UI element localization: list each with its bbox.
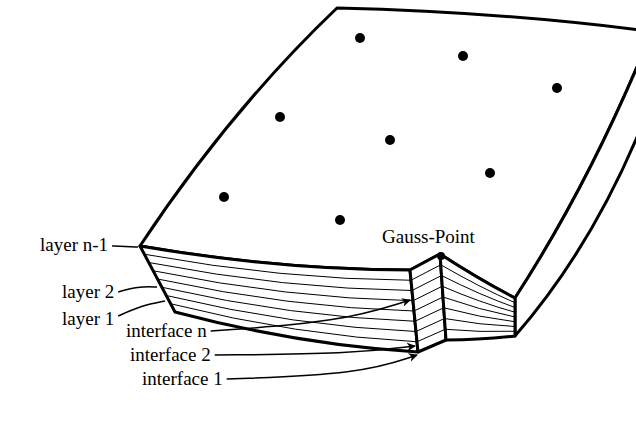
ply-line — [441, 265, 515, 303]
leader-line — [215, 346, 415, 355]
front-face-right — [440, 254, 515, 340]
end-face — [515, 60, 636, 336]
part-label: layer 2 — [62, 281, 114, 303]
ply-line — [416, 319, 445, 332]
gauss-point — [485, 168, 495, 178]
ply-line — [417, 329, 445, 342]
part-label: interface 1 — [142, 368, 223, 390]
leader-line — [211, 300, 410, 331]
leader-line — [118, 301, 165, 316]
part-label: interface 2 — [130, 344, 211, 366]
leader-line — [227, 355, 417, 379]
gauss-point — [335, 215, 345, 225]
gauss-point — [355, 33, 365, 43]
ply-line — [412, 276, 442, 291]
gauss-point — [385, 135, 395, 145]
gauss-point — [275, 112, 285, 122]
leader-line — [118, 287, 157, 292]
ply-line — [149, 263, 412, 291]
ply-line — [445, 319, 516, 327]
ply-line — [445, 329, 515, 331]
part-label: layer n-1 — [40, 234, 108, 256]
part-label: Gauss-Point — [382, 226, 475, 248]
ply-line — [442, 276, 516, 308]
ply-line — [443, 297, 515, 317]
ply-line — [413, 286, 442, 301]
ply-line — [415, 308, 444, 322]
gauss-point — [437, 252, 445, 260]
ply-line — [414, 297, 443, 311]
part-label: layer 1 — [62, 308, 114, 330]
ply-line — [444, 308, 515, 322]
gauss-point — [552, 83, 562, 93]
gauss-point — [458, 51, 468, 61]
ply-line — [162, 287, 415, 321]
leader-line — [112, 246, 138, 247]
gauss-point — [219, 192, 229, 202]
part-label: interface n — [126, 320, 207, 342]
